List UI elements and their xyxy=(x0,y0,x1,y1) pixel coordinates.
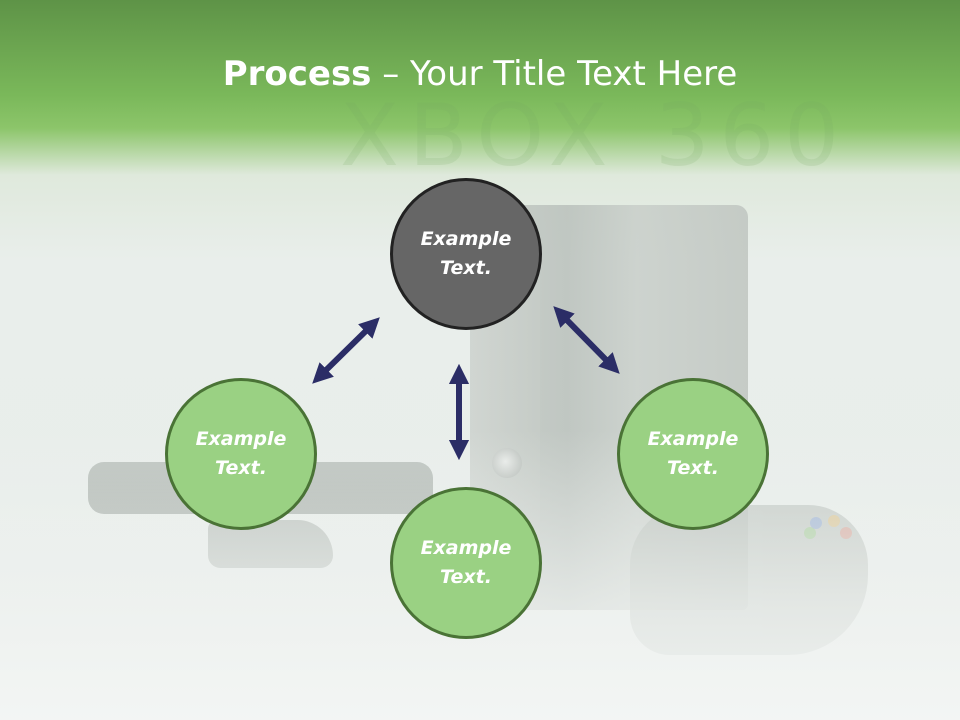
node-left: Example Text. xyxy=(165,378,317,530)
node-left-label: Example Text. xyxy=(195,428,287,479)
slide-title: Process – Your Title Text Here xyxy=(0,52,960,96)
title-bold: Process xyxy=(222,54,372,94)
node-top: Example Text. xyxy=(390,178,542,330)
arrow-top-right xyxy=(553,306,620,374)
title-rest: – Your Title Text Here xyxy=(371,54,738,94)
node-right: Example Text. xyxy=(617,378,769,530)
arrow-top-left xyxy=(312,317,380,384)
brand-watermark: XBOX 360 xyxy=(340,96,849,176)
node-top-label: Example Text. xyxy=(420,228,512,279)
node-bottom: Example Text. xyxy=(390,487,542,639)
node-bottom-label: Example Text. xyxy=(420,537,512,588)
node-right-label: Example Text. xyxy=(647,428,739,479)
